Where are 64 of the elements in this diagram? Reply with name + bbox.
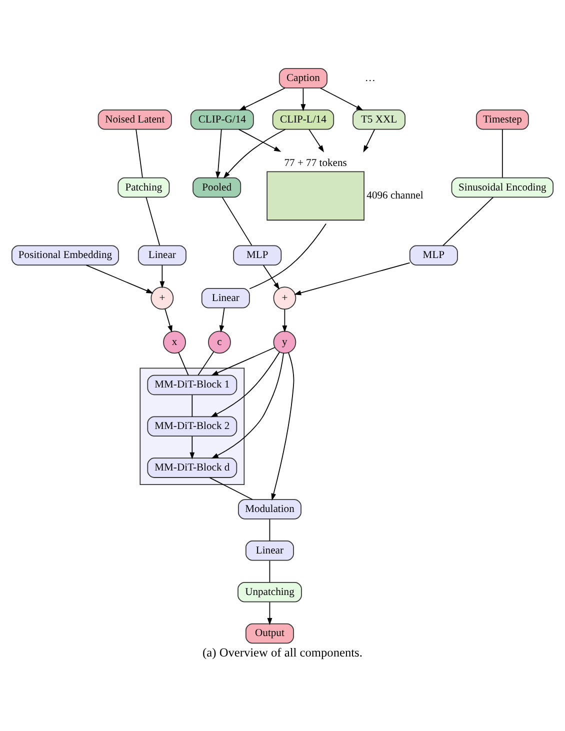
arrow xyxy=(282,308,288,332)
arrow xyxy=(320,87,364,110)
connector xyxy=(192,394,193,417)
node-circle: c xyxy=(208,330,231,354)
connector xyxy=(269,518,270,541)
arrow xyxy=(267,601,272,625)
node-box: Caption xyxy=(278,68,328,88)
arrow xyxy=(300,87,306,111)
node-box: CLIP-L/14 xyxy=(272,109,334,130)
connector xyxy=(442,196,494,246)
arrow xyxy=(363,128,376,152)
arrow xyxy=(211,346,276,376)
node-box: Linear xyxy=(138,244,186,266)
connector xyxy=(502,128,503,178)
connector xyxy=(222,196,252,246)
arrow xyxy=(263,264,280,290)
arrow xyxy=(238,128,282,152)
connector xyxy=(198,350,214,376)
node-box: Linear xyxy=(245,540,294,560)
node-box: T5 XXL xyxy=(352,109,406,130)
node-box: CLIP-G/14 xyxy=(190,109,254,130)
connector xyxy=(146,196,160,246)
node-box: Patching xyxy=(118,176,170,198)
caption: (a) Overview of all components. xyxy=(202,645,362,660)
node-box: MM-DiT-Block 2 xyxy=(147,416,238,436)
node-box: Modulation xyxy=(238,498,302,519)
connector xyxy=(136,128,143,178)
node-box: MLP xyxy=(409,244,458,266)
node-box: Pooled xyxy=(192,176,242,198)
node-label: 77 + 77 tokens xyxy=(284,158,347,169)
arrow xyxy=(210,351,280,417)
node-box: MM-DiT-Block 1 xyxy=(147,374,238,395)
arrow xyxy=(271,352,294,500)
arrow xyxy=(216,128,222,178)
node-box: Positional Embedding xyxy=(11,244,119,266)
node-circle: y xyxy=(273,330,296,354)
node-box: Timestep xyxy=(476,109,529,130)
node-box: Output xyxy=(245,622,294,644)
arrow xyxy=(308,128,324,152)
arrow xyxy=(294,262,410,295)
arrow xyxy=(211,352,284,458)
connector xyxy=(178,352,189,376)
arrow xyxy=(164,308,172,332)
arrow xyxy=(86,264,154,294)
arrow xyxy=(223,128,286,178)
cluster xyxy=(140,367,245,484)
node-circle: x xyxy=(163,330,186,354)
arrow xyxy=(190,436,195,459)
arrow xyxy=(238,87,286,110)
node-circle: + xyxy=(150,286,174,310)
connector xyxy=(269,560,270,582)
node-box: Linear xyxy=(201,288,250,308)
node-box: Unpatching xyxy=(238,581,302,602)
node-box: MLP xyxy=(233,244,282,266)
label: … xyxy=(364,72,376,84)
node-circle: + xyxy=(273,286,296,310)
node-box: Sinusoidal Encoding xyxy=(451,176,554,198)
arrow xyxy=(219,307,225,332)
connector xyxy=(209,476,253,500)
node-box: MM-DiT-Block d xyxy=(147,457,238,478)
arrow xyxy=(160,264,165,288)
node-box: Noised Latent xyxy=(98,109,172,130)
node-label: 4096 channel xyxy=(366,190,424,202)
connector xyxy=(249,222,326,289)
